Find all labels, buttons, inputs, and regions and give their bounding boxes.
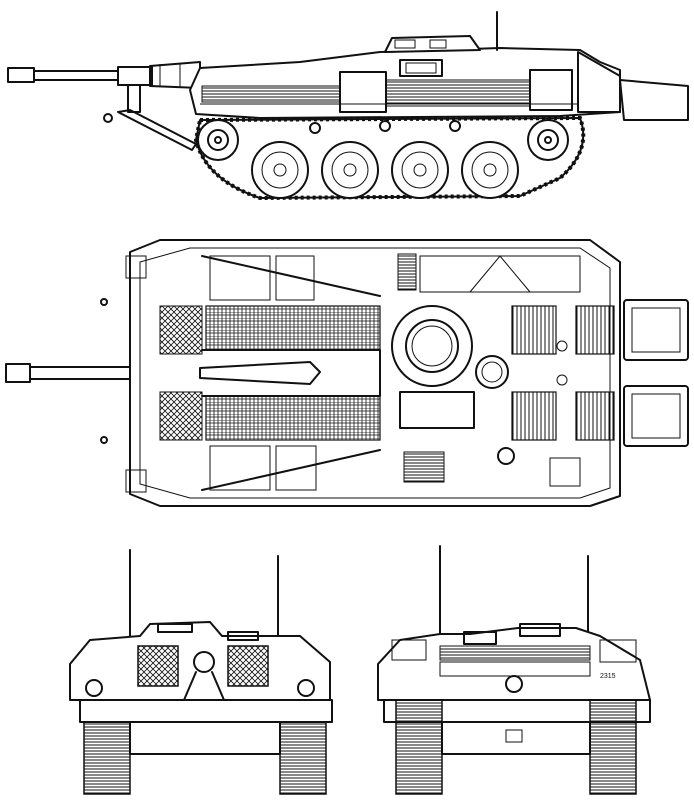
- front-view: [69, 549, 333, 795]
- road-wheel-2: [321, 141, 379, 199]
- rear-view: 2315: [377, 545, 651, 795]
- top-view: [5, 239, 689, 507]
- road-wheel-4: [461, 141, 519, 199]
- road-wheel-1: [251, 141, 309, 199]
- side-travel-lock: [103, 85, 197, 151]
- rear-marking-label: 2315: [600, 673, 616, 680]
- rear-stowage-bins: [623, 299, 689, 447]
- top-gun-barrel: [5, 361, 321, 385]
- side-gun-barrel: [7, 61, 201, 89]
- side-view: [7, 11, 689, 201]
- road-wheel-3: [391, 141, 449, 199]
- side-hull: [189, 11, 689, 121]
- commander-cupola: [391, 305, 509, 389]
- side-running-gear: [193, 115, 586, 201]
